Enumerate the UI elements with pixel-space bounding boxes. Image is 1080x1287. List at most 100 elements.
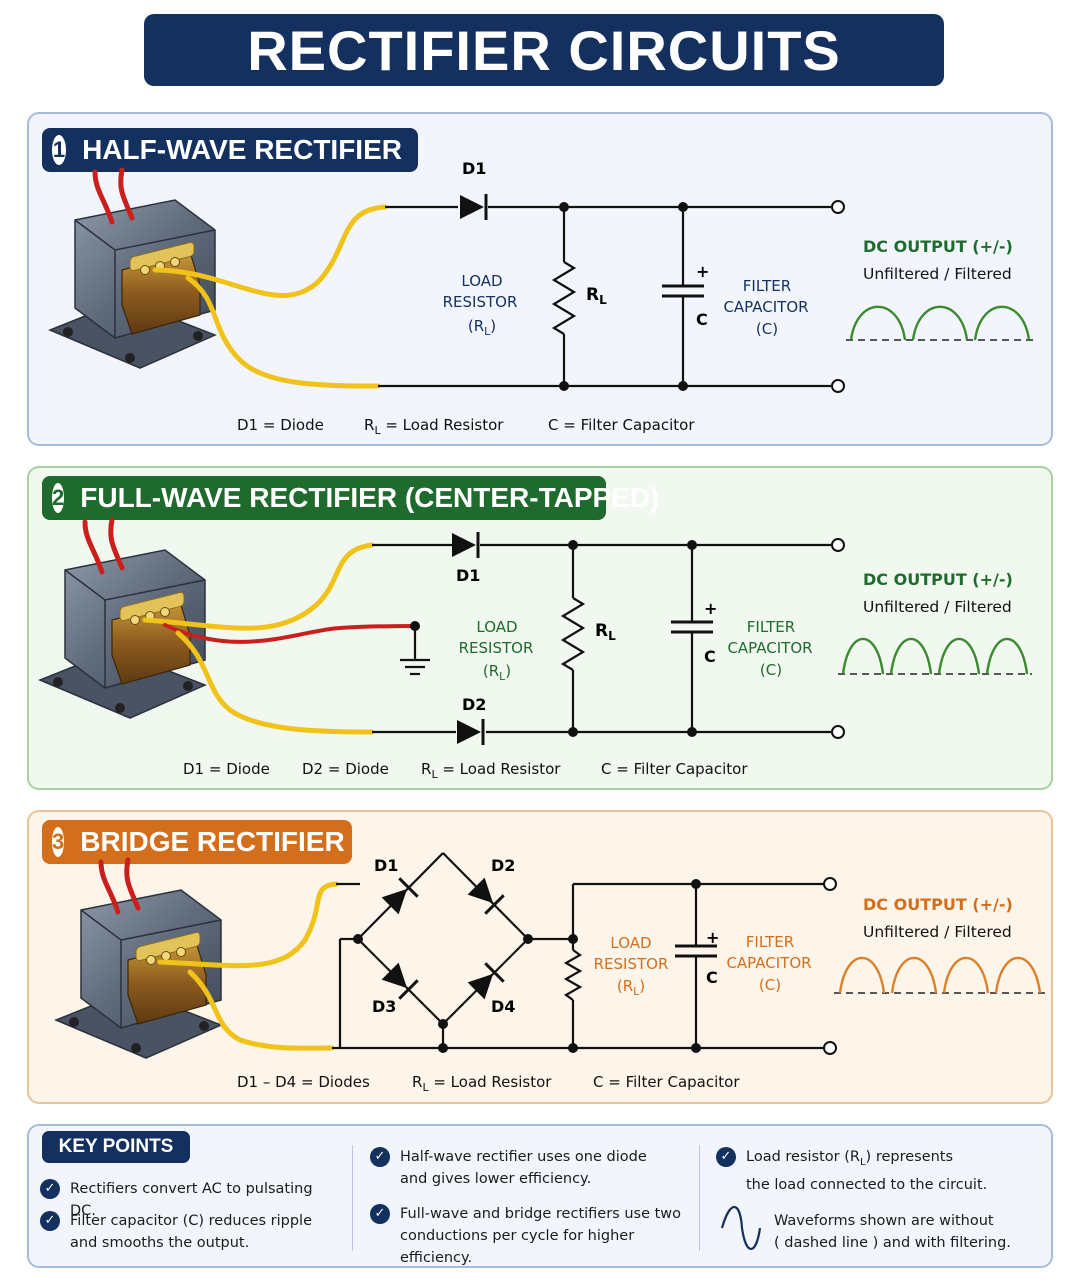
legend-diodes: D1 – D4 = Diodes <box>237 1073 370 1091</box>
label-cap-c: C <box>704 647 716 666</box>
load-label-3: (RL) <box>468 317 496 338</box>
section-2-badge: 2 FULL-WAVE RECTIFIER (CENTER-TAPPED) <box>42 476 659 520</box>
label-d2: D2 <box>491 856 515 875</box>
label-cap-c: C <box>696 310 708 329</box>
section-2-heading: FULL-WAVE RECTIFIER (CENTER-TAPPED) <box>80 482 660 513</box>
unfiltered-label-1: Unfiltered / Filtered <box>863 265 1012 283</box>
load-label-1: LOAD <box>610 934 651 952</box>
label-rl: RL <box>595 621 616 643</box>
section-1-number: 1 <box>52 135 67 165</box>
label-d4: D4 <box>491 997 515 1016</box>
check-icon: ✓ <box>40 1211 60 1231</box>
diode-d2-icon <box>455 717 485 747</box>
full-wave-schematic <box>372 543 831 734</box>
filter-label-1: FILTER <box>747 618 795 636</box>
legend-c: C = Filter Capacitor <box>593 1073 740 1091</box>
label-cap-plus: + <box>704 599 717 618</box>
load-label-1: LOAD <box>476 618 517 636</box>
legend-d2: D2 = Diode <box>302 760 389 778</box>
wave-hump <box>994 956 1042 994</box>
check-icon: ✓ <box>370 1204 390 1224</box>
diode-d1-icon <box>458 192 488 222</box>
label-cap-plus: + <box>696 262 709 281</box>
legend-c: C = Filter Capacitor <box>601 760 748 778</box>
half-wave-waveform <box>846 305 1034 341</box>
unfiltered-label-2: Unfiltered / Filtered <box>863 598 1012 616</box>
key-points-panel <box>27 1124 1053 1268</box>
legend-rl: RL = Load Resistor <box>412 1073 552 1094</box>
sine-wave-icon <box>720 1206 762 1250</box>
filter-label-3: (C) <box>756 320 778 338</box>
label-cap-plus: + <box>706 928 719 947</box>
output-terminal-neg <box>831 379 845 393</box>
kp-col1-item2: ✓ Filter capacitor (C) reduces ripple an… <box>40 1210 340 1254</box>
section-3-heading: BRIDGE RECTIFIER <box>80 826 345 857</box>
wave-hump <box>841 637 885 675</box>
output-terminal-neg <box>831 725 845 739</box>
check-icon: ✓ <box>370 1147 390 1167</box>
section-3-badge: 3 BRIDGE RECTIFIER <box>42 820 352 864</box>
bridge-transformer <box>56 860 221 1058</box>
wave-hump <box>849 305 907 341</box>
filter-label-3: (C) <box>760 661 782 679</box>
legend-rl: RL = Load Resistor <box>421 760 561 781</box>
kp-col3-item1: ✓ Load resistor (RL) represents the load… <box>716 1146 1036 1196</box>
filter-label-3: (C) <box>759 976 781 994</box>
output-terminal-pos <box>831 200 845 214</box>
wave-hump <box>985 637 1029 675</box>
load-label-2: RESISTOR <box>594 955 669 973</box>
wave-hump <box>942 956 990 994</box>
filter-label-2: CAPACITOR <box>726 954 811 972</box>
section-2-number: 2 <box>52 483 65 513</box>
wave-hump <box>973 305 1031 341</box>
wave-hump <box>838 956 886 994</box>
filter-label-1: FILTER <box>743 277 791 295</box>
label-d1: D1 <box>462 159 486 178</box>
label-d3: D3 <box>372 997 396 1016</box>
title-banner: RECTIFIER CIRCUITS <box>144 14 944 86</box>
legend-rl: RL = Load Resistor <box>364 416 504 437</box>
filter-label-1: FILTER <box>746 933 794 951</box>
bridge-waveform <box>834 956 1046 994</box>
load-label-3: (RL) <box>617 977 645 998</box>
full-wave-transformer <box>40 520 205 718</box>
wave-hump <box>911 305 969 341</box>
label-d2: D2 <box>462 695 486 714</box>
kp-col2-item1: ✓ Half-wave rectifier uses one diode and… <box>370 1146 690 1190</box>
kp-col1-item1: ✓ Rectifiers convert AC to pulsating DC. <box>40 1178 340 1222</box>
load-label-2: RESISTOR <box>459 639 534 657</box>
check-icon: ✓ <box>716 1147 736 1167</box>
unfiltered-label-3: Unfiltered / Filtered <box>863 923 1012 941</box>
kp-divider-1 <box>352 1145 353 1251</box>
dc-output-label-2: DC OUTPUT (+/-) <box>863 570 1013 589</box>
check-icon: ✓ <box>40 1179 60 1199</box>
page-title: RECTIFIER CIRCUITS <box>247 18 841 82</box>
section-3-number: 3 <box>52 827 65 857</box>
legend-d1: D1 = Diode <box>237 416 324 434</box>
legend-c: C = Filter Capacitor <box>548 416 695 434</box>
kp-divider-2 <box>699 1145 700 1251</box>
label-d1: D1 <box>456 566 480 585</box>
label-rl: RL <box>586 285 607 307</box>
dc-output-label-3: DC OUTPUT (+/-) <box>863 895 1013 914</box>
filter-label-2: CAPACITOR <box>723 298 808 316</box>
wave-hump <box>937 637 981 675</box>
full-wave-waveform <box>838 637 1032 675</box>
output-terminal-pos <box>823 877 837 891</box>
half-wave-schematic <box>378 205 831 388</box>
dc-output-label-1: DC OUTPUT (+/-) <box>863 237 1013 256</box>
legend-d1: D1 = Diode <box>183 760 270 778</box>
output-terminal-neg <box>823 1041 837 1055</box>
section-1-heading: HALF-WAVE RECTIFIER <box>82 134 402 165</box>
wave-hump <box>889 637 933 675</box>
load-label-3: (RL) <box>483 662 511 683</box>
load-label-1: LOAD <box>461 272 502 290</box>
label-cap-c: C <box>706 968 718 987</box>
key-points-heading: KEY POINTS <box>42 1131 190 1163</box>
kp-col3-item2: Waveforms shown are without ( dashed lin… <box>774 1213 1011 1251</box>
kp-col2-item2: ✓ Full-wave and bridge rectifiers use tw… <box>370 1203 695 1269</box>
output-terminal-pos <box>831 538 845 552</box>
label-d1: D1 <box>374 856 398 875</box>
wave-hump <box>890 956 938 994</box>
